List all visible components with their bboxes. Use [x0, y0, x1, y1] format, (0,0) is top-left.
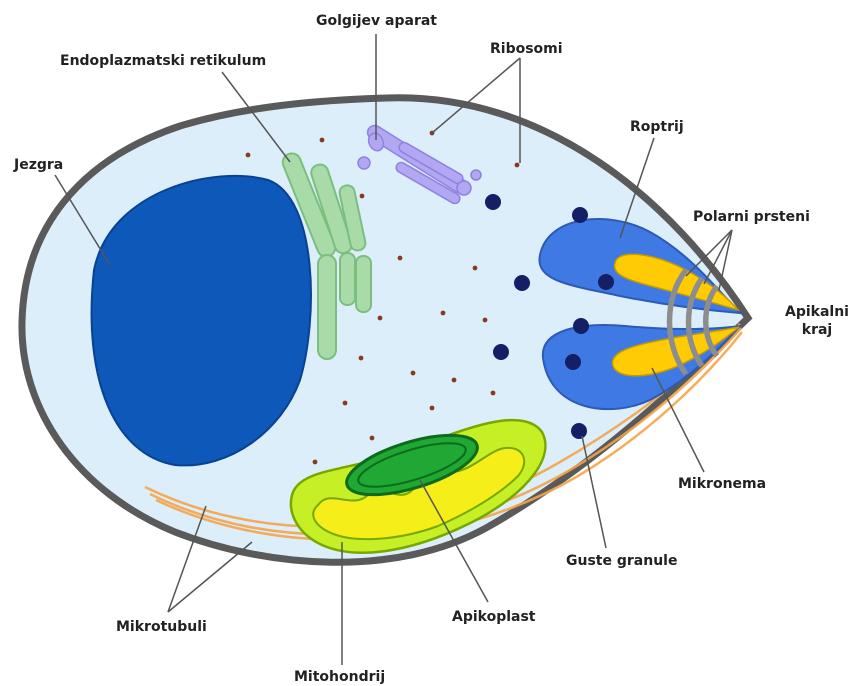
label-nucleus: Jezgra: [14, 156, 63, 174]
label-endoplasmic-reticulum: Endoplazmatski retikulum: [60, 52, 266, 70]
label-apical-end: Apikalni kraj: [784, 303, 850, 339]
label-micronemes: Mikronema: [678, 475, 766, 493]
label-rhoptry: Roptrij: [630, 118, 684, 136]
label-microtubules: Mikrotubuli: [116, 618, 207, 636]
label-apical-end-line1: Apikalni: [784, 303, 850, 321]
label-dense-granules: Guste granule: [566, 552, 677, 570]
label-mitochondrion: Mitohondrij: [294, 668, 385, 686]
label-ribosomes: Ribosomi: [490, 40, 563, 58]
label-apicoplast: Apikoplast: [452, 608, 536, 626]
label-apical-end-line2: kraj: [784, 321, 850, 339]
label-golgi-apparatus: Golgijev aparat: [316, 12, 437, 30]
label-polar-rings: Polarni prsteni: [693, 208, 810, 226]
